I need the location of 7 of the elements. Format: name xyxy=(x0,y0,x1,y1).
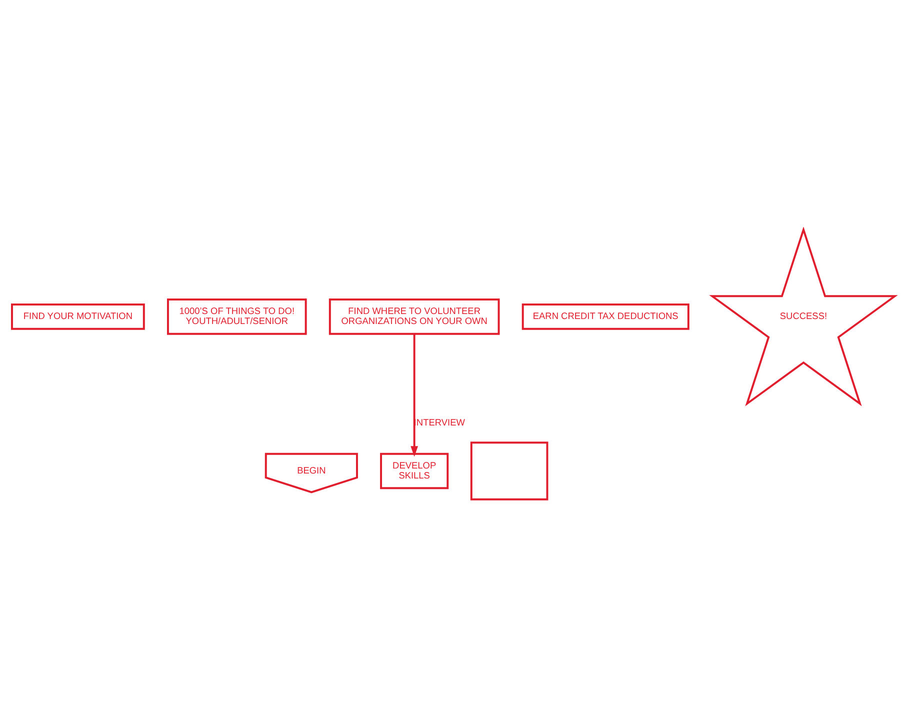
arrow xyxy=(410,334,418,456)
node-box: 1000’S OF THINGS TO DO! YOUTH/ADULT/SENIOR xyxy=(166,298,307,334)
node-box: FIND WHERE TO VOLUNTEER ORGANIZATIONS ON YOUR OWN xyxy=(328,298,500,334)
node-box: FIND YOUR MOTIVATION xyxy=(11,303,145,330)
node-box: DEVELOP SKILLS xyxy=(380,452,449,489)
node-box: EARN CREDIT TAX DEDUCTIONS xyxy=(522,303,690,330)
node-box xyxy=(470,441,548,500)
